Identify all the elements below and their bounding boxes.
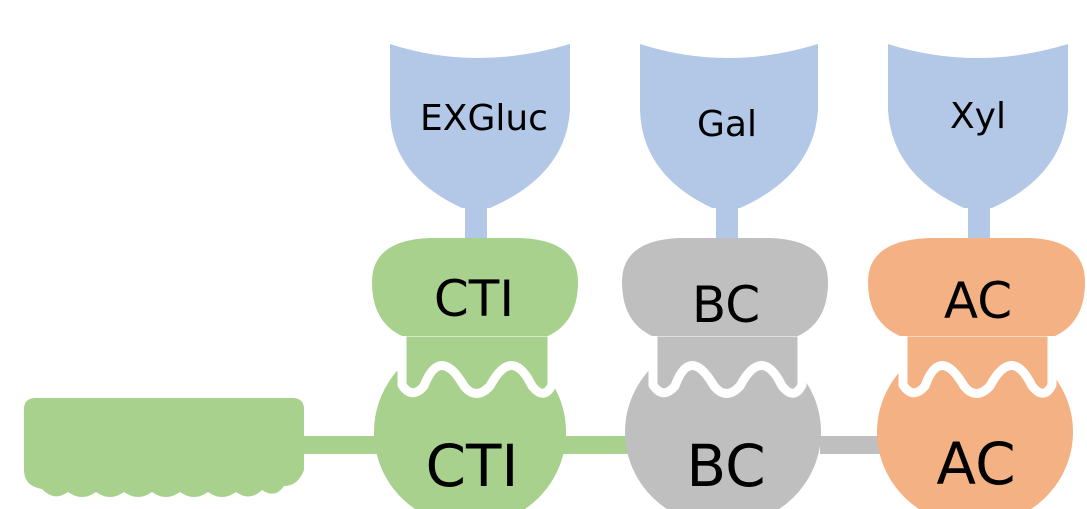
enzyme-label-xyl: Xyl [950, 96, 1006, 137]
module-xyl: Xyl AC AC [868, 44, 1085, 509]
dockerin-bc [648, 327, 807, 398]
module-exgluc: EXGluc CTI CTI [372, 44, 578, 509]
dockerin-label-bc: BC [692, 276, 760, 334]
enzyme-exgluc [390, 44, 570, 208]
dockerin-head-bc [622, 238, 828, 336]
dockerin-label-cti: CTI [434, 270, 514, 328]
cohesin-label-cti: CTI [425, 432, 518, 500]
linker-cti-to-bc [560, 436, 632, 454]
cohesin-label-ac: AC [936, 430, 1015, 498]
enzyme-xyl [888, 44, 1068, 208]
dockerin-head-ac [868, 238, 1085, 336]
linker-bc-to-ac [820, 436, 886, 454]
dockerin-label-ac: AC [944, 272, 1012, 330]
linker-anchor-to-cti [300, 436, 386, 454]
cohesin-label-bc: BC [686, 432, 765, 500]
dockerin-cti [397, 327, 557, 398]
enzyme-gal [640, 44, 818, 208]
enzyme-label-gal: Gal [697, 104, 757, 145]
enzyme-label-exgluc: EXGluc [420, 98, 548, 139]
cell-anchor-domain [24, 398, 304, 497]
module-gal: Gal BC BC [622, 44, 828, 509]
dockerin-ac [898, 327, 1057, 398]
dockerin-head-cti [372, 238, 578, 336]
